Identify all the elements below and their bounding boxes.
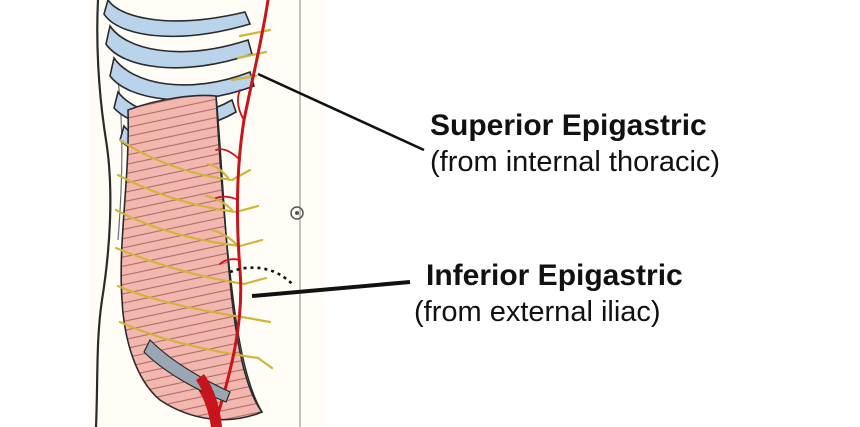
- inferior-epigastric-title: Inferior Epigastric: [426, 259, 683, 292]
- inferior-epigastric-label: Inferior Epigastric (from external iliac…: [414, 258, 683, 330]
- linea-alba: [215, 95, 263, 413]
- superior-epigastric-title: Superior Epigastric: [430, 109, 707, 142]
- torso-outline: [94, 0, 112, 427]
- intercostal-nerves: [114, 28, 274, 370]
- inguinal-vessels: [143, 338, 231, 427]
- inferior-leader-line: [251, 280, 411, 298]
- margin-pin-icon: [290, 206, 304, 220]
- superior-epigastric-label: Superior Epigastric (from internal thora…: [430, 108, 720, 180]
- inferior-epigastric-origin: (from external iliac): [414, 296, 661, 328]
- superior-epigastric-origin: (from internal thoracic): [430, 146, 721, 178]
- superior-leader-line: [257, 72, 425, 152]
